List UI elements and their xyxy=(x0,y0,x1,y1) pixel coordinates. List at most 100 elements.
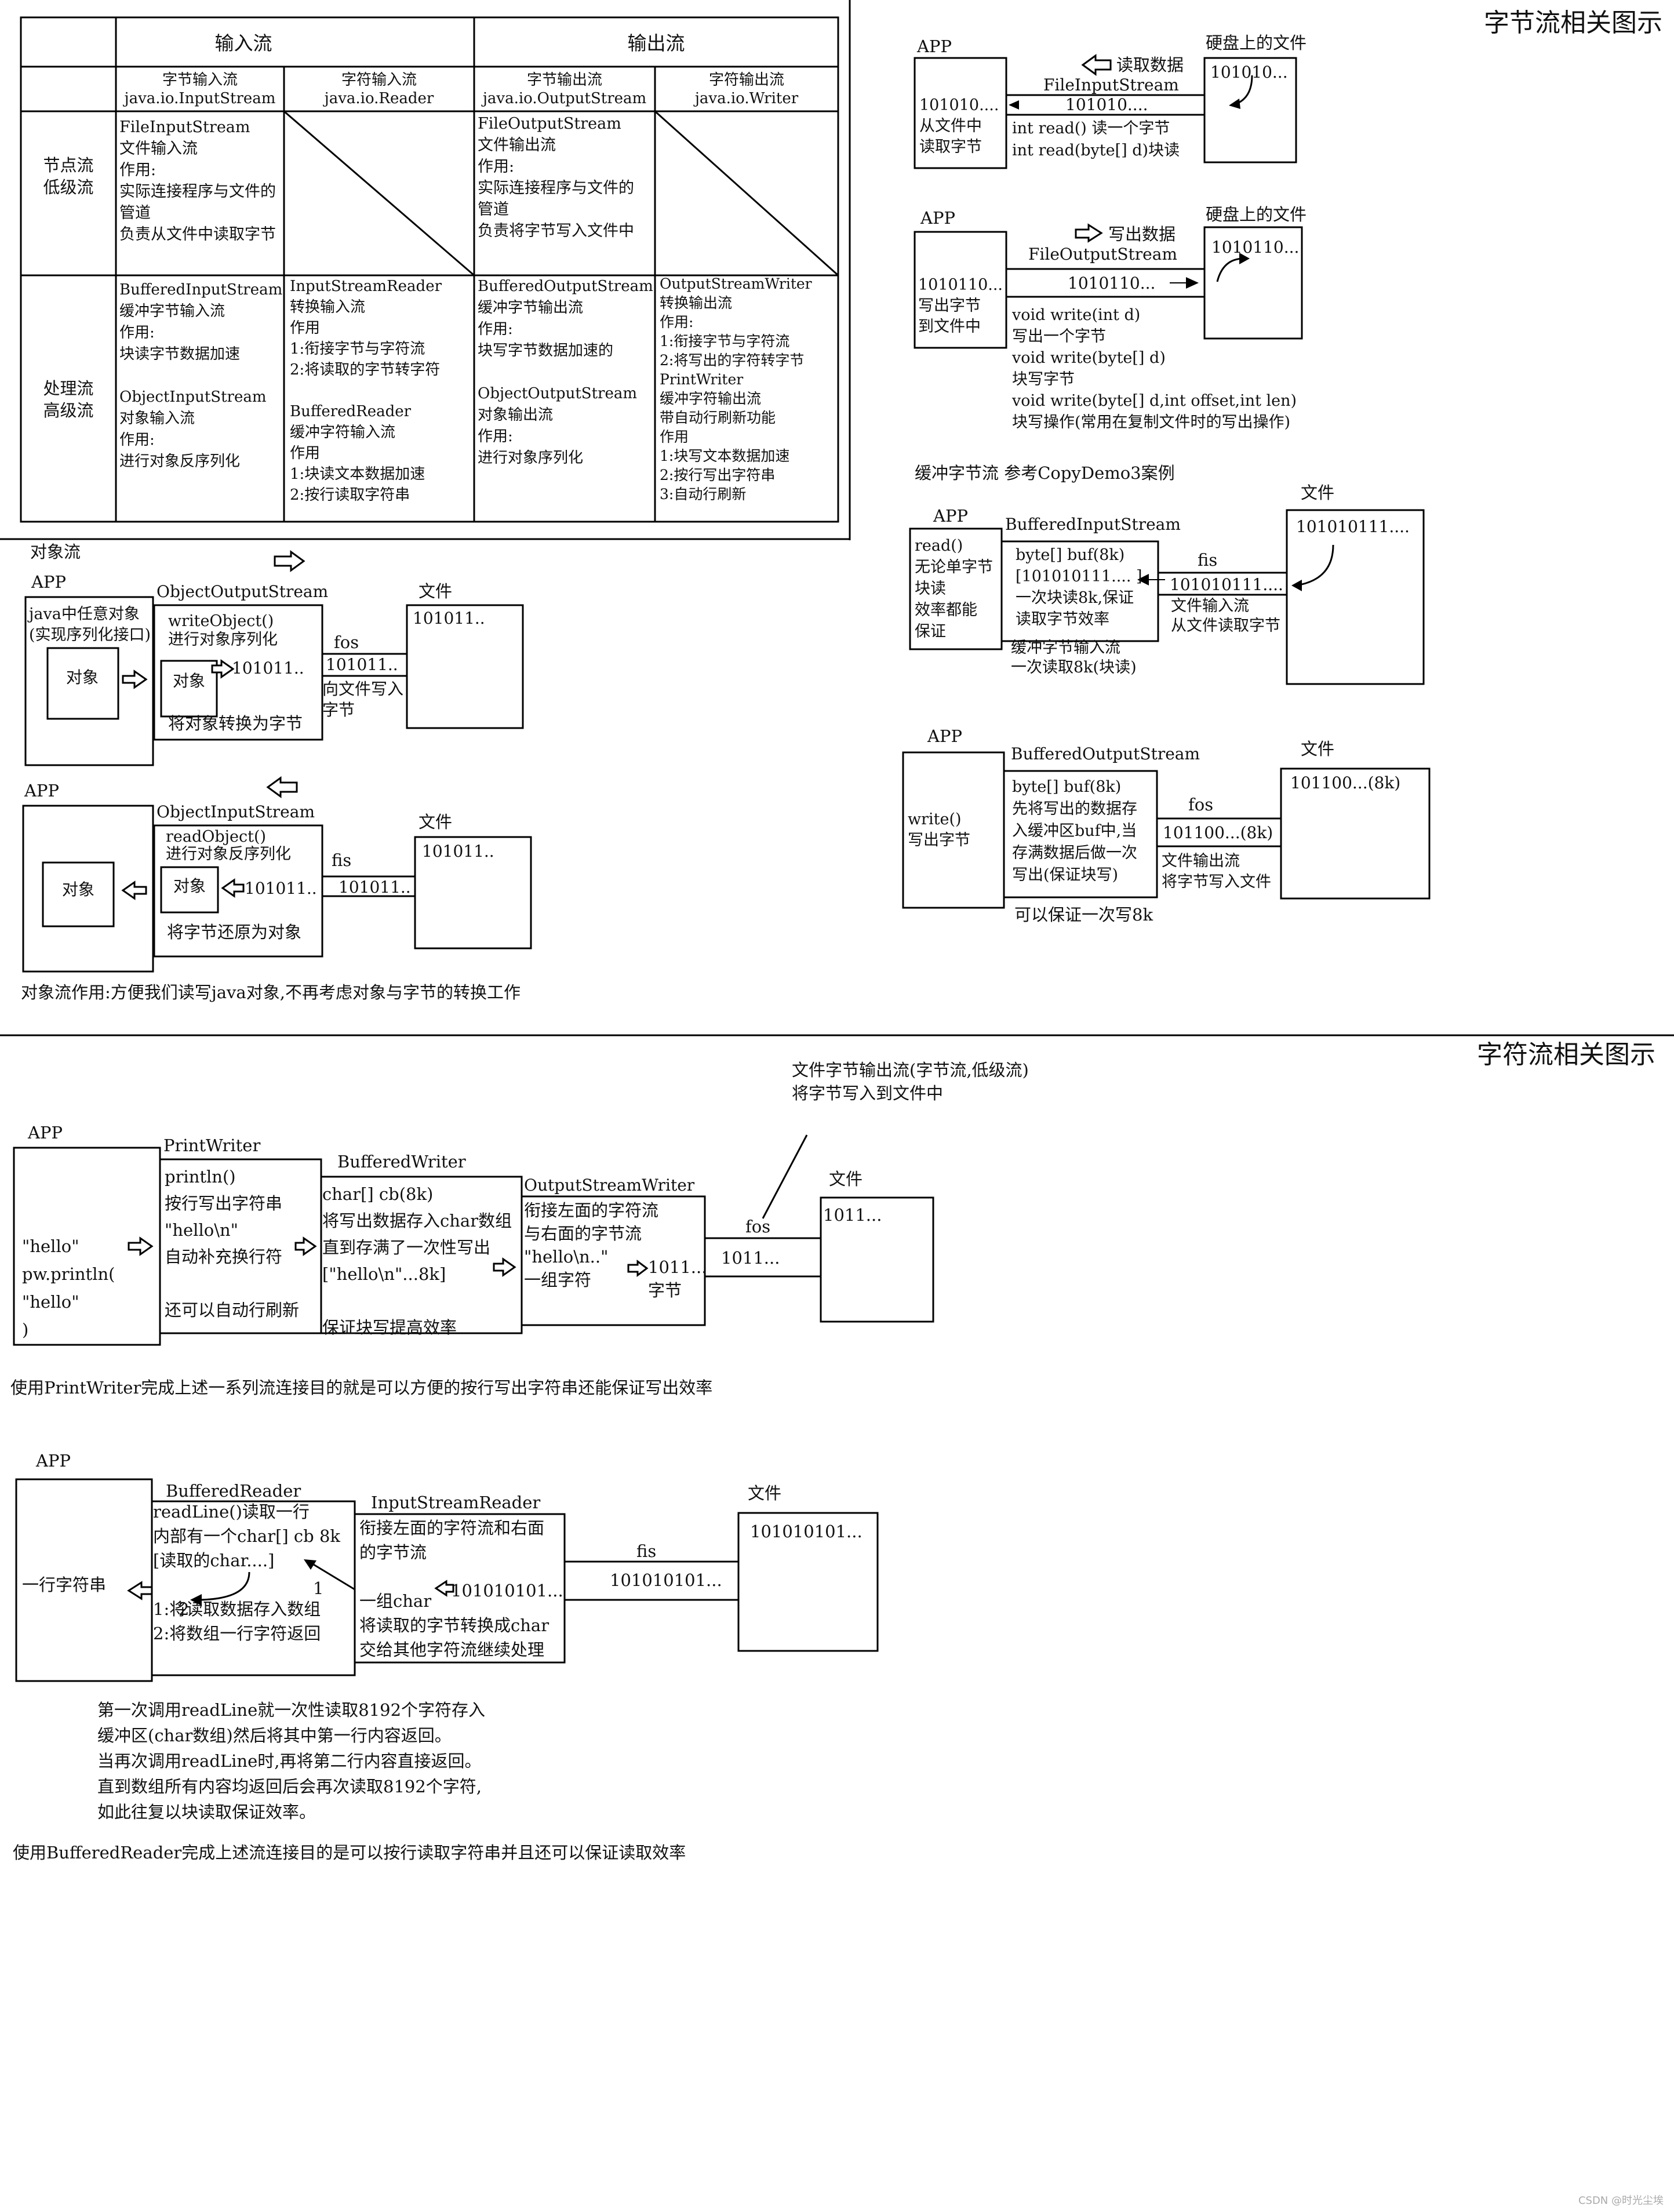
fos-diagram: APP 硬盘上的文件 写出数据 FileOutputStream 1010110… xyxy=(914,205,1307,431)
bis-file-box xyxy=(1286,509,1425,685)
text-line: 入缓冲区buf中,当 xyxy=(1012,822,1137,840)
text-line: 从文件读取字节 xyxy=(1171,617,1280,635)
row-label-node: 节点流 低级流 xyxy=(43,155,93,197)
text-line: 2:将读取的字节转字符 xyxy=(290,361,440,379)
reader-file-label: 文件 xyxy=(748,1483,781,1503)
bos-file-data: 101100...(8k) xyxy=(1290,773,1400,792)
char-stream-title: 字符流相关图示 xyxy=(1477,1040,1655,1069)
text-line: "hello\n.." xyxy=(524,1247,608,1267)
oos-below: 将对象转换为字节 xyxy=(168,714,303,733)
bos-diagram: APP BufferedOutputStream 文件 fos 101100..… xyxy=(902,726,1431,925)
oos-fos-label: fos xyxy=(334,632,359,652)
fis-read-label: 读取数据 xyxy=(1116,55,1184,75)
text-line: 作用: xyxy=(478,158,514,176)
text-line: 交给其他字符流继续处理 xyxy=(359,1640,544,1660)
ois-app-box xyxy=(22,805,154,973)
ois-diagram: APP ObjectInputStream 文件 对象 对象 101011.. … xyxy=(22,776,532,973)
oos-app-text: java中任意对象(实现序列化接口) xyxy=(27,605,151,644)
bis-flow-arrow-icon xyxy=(1137,574,1149,585)
bos-below-text: 可以保证一次写8k xyxy=(1014,905,1153,925)
fis-pipe-data: 101010.... xyxy=(1065,95,1148,114)
text-line: 1:块写文本数据加速 xyxy=(660,448,789,464)
text-line: 负责从文件中读取字节 xyxy=(119,225,276,243)
reader-app-arrow-icon xyxy=(127,1581,153,1600)
reader-file-data: 101010101... xyxy=(750,1522,863,1541)
reader-chain: APP 一行字符串 BufferedReader readLine()读取一行内… xyxy=(13,1451,879,1862)
text-line: [101010111.... ] xyxy=(1016,567,1142,585)
text-line: 内部有一个char[] cb 8k xyxy=(153,1526,340,1546)
text-line: 向文件写入 xyxy=(322,679,403,698)
text-line: 将写出数据存入char数组 xyxy=(322,1211,512,1231)
oos-method: writeObject()进行对象序列化 xyxy=(168,612,278,649)
ois-object-arrow-icon xyxy=(121,881,147,900)
reader-file-box xyxy=(737,1512,879,1652)
text-line: 衔接左面的字符流 xyxy=(524,1200,658,1220)
text-line: 缓冲区(char数组)然后将其中第一行内容返回。 xyxy=(97,1726,452,1745)
bis-curve xyxy=(1295,544,1334,587)
bis-diagram: APP BufferedInputStream 文件 fis 101010111… xyxy=(909,483,1425,685)
text-line: int read(byte[] d)块读 xyxy=(1012,141,1180,159)
text-line: BufferedOutputStream xyxy=(478,278,653,295)
cell-proc-byte-input: BufferedInputStream缓冲字节输入流作用:块读字节数据加速Obj… xyxy=(119,281,282,470)
ois-pipe-data: 101011.. xyxy=(339,878,411,897)
text-line: void write(int d) xyxy=(1011,306,1140,324)
text-line: 直到存满了一次性写出 xyxy=(322,1238,490,1257)
text-line: 一次读取8k(块读) xyxy=(1011,658,1137,676)
oos-file-data: 101011.. xyxy=(413,609,485,628)
writer-callout-line xyxy=(762,1134,808,1219)
bis-curve-arrow-icon xyxy=(1291,580,1302,591)
text-line: char[] cb(8k) xyxy=(322,1184,433,1204)
writer-file-data: 1011... xyxy=(823,1205,882,1225)
text-line: 作用: xyxy=(119,431,155,449)
text-line: 进行对象反序列化 xyxy=(166,845,291,863)
text-line: 先将写出的数据存 xyxy=(1012,800,1137,818)
writer-chain: 文件字节输出流(字节流,低级流)将字节写入到文件中 APP "hello"pw.… xyxy=(10,1060,1029,1398)
ois-below: 将字节还原为对象 xyxy=(167,922,301,942)
ois-bytes: 101011.. xyxy=(245,879,317,898)
oos-inner-object-label: 对象 xyxy=(173,671,205,690)
fis-curve-arrow-icon xyxy=(1229,99,1240,109)
text-line: ObjectOutputStream xyxy=(478,385,637,402)
ois-file-data: 101011.. xyxy=(422,842,494,861)
text-line: 2:将数组一行字符返回 xyxy=(153,1624,321,1643)
row-label-line: 低级流 xyxy=(43,177,93,197)
ois-object-box xyxy=(42,861,115,927)
sub-byte-output: 字节输出流 java.io.OutputStream xyxy=(481,71,646,107)
text-line: "hello\n" xyxy=(165,1220,238,1240)
bw-text: char[] cb(8k)将写出数据存入char数组直到存满了一次性写出["he… xyxy=(322,1184,512,1337)
oos-stream-name: ObjectOutputStream xyxy=(157,582,328,601)
fos-app-box xyxy=(914,231,1007,349)
sub-char-input-line: java.io.Reader xyxy=(323,90,434,107)
text-line: 3:自动行刷新 xyxy=(660,486,746,503)
br-curve-arrow-icon xyxy=(190,1594,202,1606)
text-line: 直到数组所有内容均返回后会再次读取8192个字符, xyxy=(97,1777,482,1796)
fis-stream-name: FileInputStream xyxy=(1043,75,1179,94)
text-line: 将读取的字节转换成char xyxy=(359,1616,549,1635)
pw-arrow-icon xyxy=(294,1236,317,1256)
text-line: 保证块写提高效率 xyxy=(322,1318,457,1337)
row-label-line: 节点流 xyxy=(43,155,93,175)
text-line: 101010.... xyxy=(919,96,999,114)
ois-app-label: APP xyxy=(24,781,59,801)
text-line: 写出(保证块写) xyxy=(1012,866,1118,884)
text-line: println() xyxy=(165,1167,236,1187)
fos-flow-arrow-icon xyxy=(1186,277,1199,289)
oos-file-box xyxy=(406,604,524,729)
text-line: ObjectInputStream xyxy=(119,388,267,406)
isr-arrow-icon xyxy=(434,1580,454,1597)
sub-byte-output-line: java.io.OutputStream xyxy=(481,90,646,107)
text-line: 块写字节数据加速的 xyxy=(478,342,613,359)
ois-object-label: 对象 xyxy=(62,880,94,899)
text-line: 1011... xyxy=(648,1257,707,1277)
empty-cell-diagonal xyxy=(654,110,839,276)
row-label-processing: 处理流 高级流 xyxy=(43,379,93,420)
fis-app-text: 101010....从文件中读取字节 xyxy=(919,96,999,156)
bos-buffer-box xyxy=(1003,770,1158,898)
bos-fos-label: fos xyxy=(1188,795,1213,814)
header-input: 输入流 xyxy=(215,32,272,54)
